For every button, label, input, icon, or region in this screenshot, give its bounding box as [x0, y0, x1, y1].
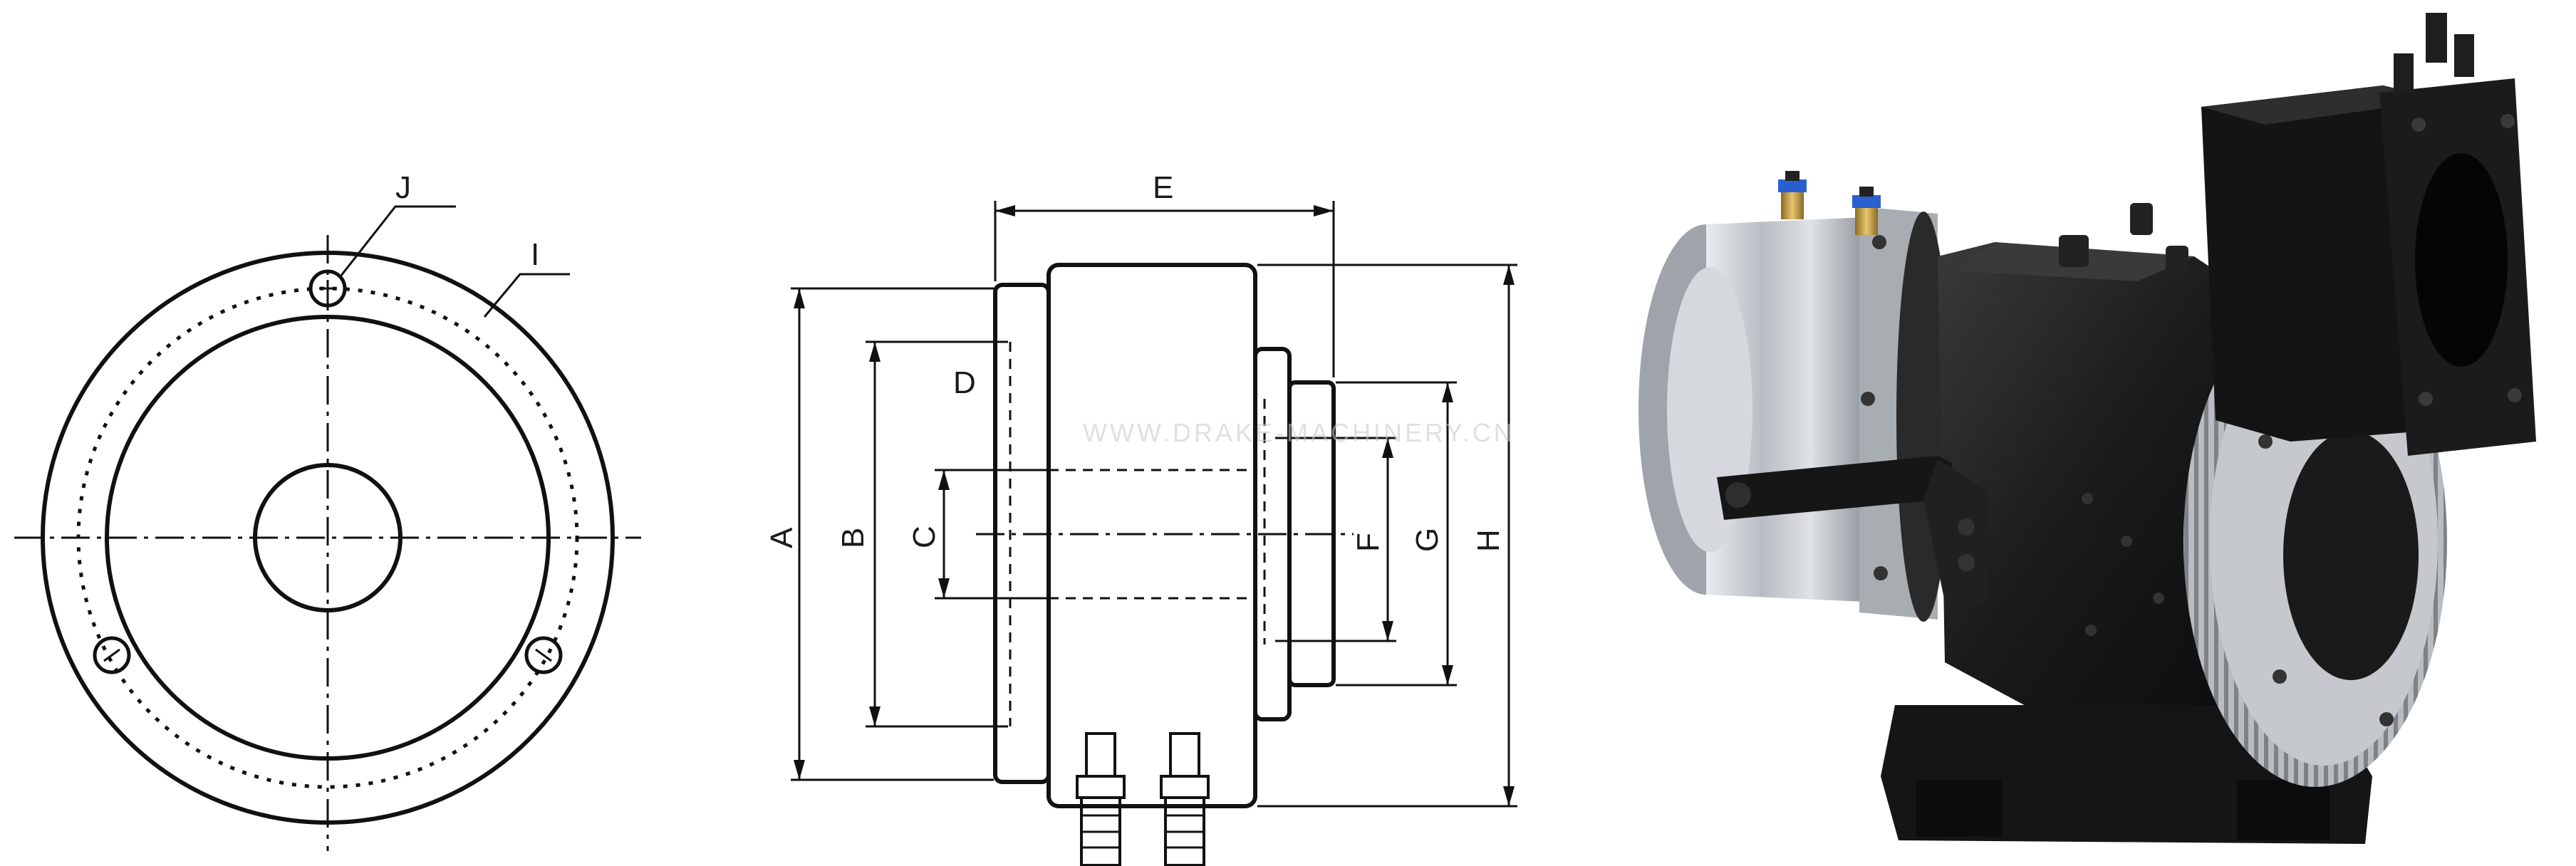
- leader-i: [483, 273, 570, 318]
- top-bracket: [2201, 13, 2536, 456]
- mounting-hole-right: [524, 636, 563, 674]
- brass-fitting-right: [1852, 187, 1881, 235]
- black-housing: [1938, 242, 2265, 712]
- main-body: [1046, 263, 1257, 808]
- label-e: E: [1153, 170, 1173, 205]
- mounting-hole-left: [93, 636, 131, 674]
- label-j: J: [395, 170, 411, 205]
- air-fitting-left: [1076, 732, 1126, 866]
- leader-j: [339, 205, 456, 277]
- label-a: A: [764, 527, 799, 548]
- front-view: J I: [14, 170, 641, 851]
- mounting-hole-top: [308, 269, 347, 308]
- label-c: C: [907, 526, 942, 548]
- label-d: D: [953, 365, 976, 400]
- air-fitting-right: [1160, 732, 1210, 866]
- label-g: G: [1410, 528, 1445, 552]
- side-view: E A B C D F G: [764, 170, 1517, 866]
- label-f: F: [1351, 533, 1386, 552]
- label-i: I: [531, 237, 539, 272]
- label-h: H: [1471, 529, 1506, 552]
- brass-fitting-left: [1778, 171, 1807, 219]
- watermark: WWW.DRAKE-MACHINERY.CN: [1083, 418, 1515, 447]
- clamp-arm: [1717, 456, 1988, 602]
- label-b: B: [836, 528, 871, 548]
- housing-screws: [2059, 203, 2188, 636]
- product-photo: [1638, 13, 2536, 844]
